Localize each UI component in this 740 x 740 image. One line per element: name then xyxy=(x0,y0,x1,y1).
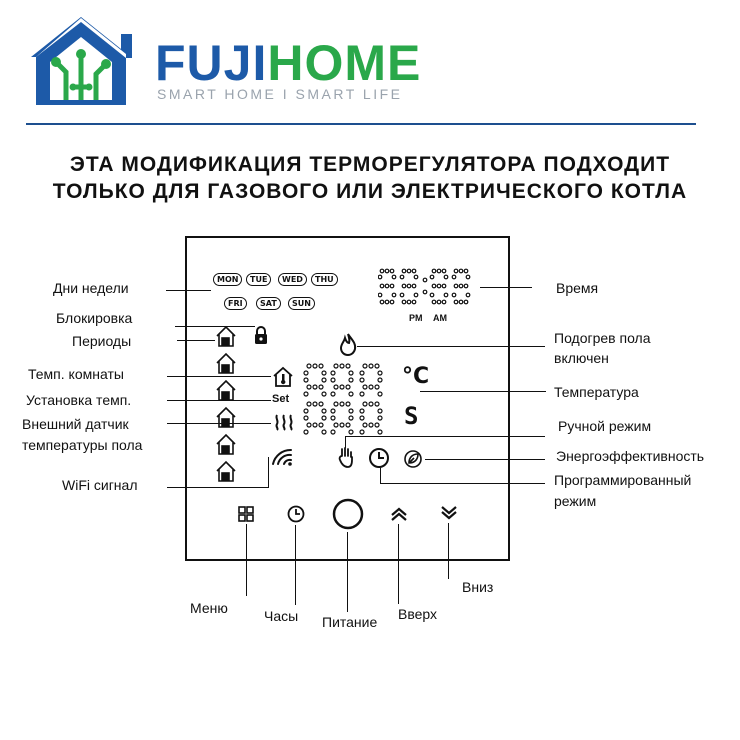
day-badge-thu: THU xyxy=(311,273,338,286)
label-clock: Часы xyxy=(264,608,299,624)
chevron-down-icon xyxy=(441,506,457,520)
lock-icon xyxy=(253,325,269,345)
callout-line-clock xyxy=(295,525,296,605)
down-button[interactable] xyxy=(439,505,459,521)
label-floor-sensor-2: температуры пола xyxy=(22,437,143,453)
clock-icon xyxy=(368,447,390,469)
callout-line-program-v xyxy=(380,468,381,483)
label-temperature: Температура xyxy=(554,384,639,400)
callout-line-eco xyxy=(425,459,545,460)
callout-line-wifi-v xyxy=(268,457,269,487)
label-lock: Блокировка xyxy=(56,310,133,326)
day-badge-tue: TUE xyxy=(246,273,272,286)
brand-name: FUJIHOME xyxy=(155,38,421,88)
hand-icon xyxy=(337,446,355,468)
period-houses xyxy=(214,324,240,484)
time-digits xyxy=(378,268,478,308)
callout-line-set-temp xyxy=(167,400,271,401)
eco-leaf-icon xyxy=(403,449,423,469)
label-power: Питание xyxy=(322,614,378,630)
brand-name-left: FUJI xyxy=(155,35,268,91)
power-button-icon xyxy=(332,498,364,530)
callout-line-up xyxy=(398,524,399,604)
thermometer-house-icon xyxy=(272,366,294,388)
wifi-icon xyxy=(269,446,293,466)
callout-line-power xyxy=(347,532,348,612)
clock-icon xyxy=(287,505,305,523)
callout-line-floor-sensor xyxy=(167,423,271,424)
headline-line-1: ЭТА МОДИФИКАЦИЯ ТЕРМОРЕГУЛЯТОРА ПОДХОДИТ xyxy=(69,153,671,176)
callout-line-down xyxy=(448,523,449,579)
label-program-2: режим xyxy=(554,493,597,509)
header-divider xyxy=(26,123,696,125)
flame-icon xyxy=(338,332,358,356)
seconds-unit: S xyxy=(404,402,419,430)
callout-line-lock xyxy=(175,326,255,327)
callout-line-time xyxy=(480,287,532,288)
menu-button[interactable] xyxy=(238,506,254,522)
label-up: Вверх xyxy=(398,606,438,622)
label-set-temp: Установка темп. xyxy=(26,392,132,408)
label-manual: Ручной режим xyxy=(558,418,652,434)
label-floor-heat-2: включен xyxy=(554,350,609,366)
chevron-up-icon xyxy=(391,507,407,521)
callout-line-periods xyxy=(177,340,215,341)
label-floor-heat-1: Подогрев пола xyxy=(554,330,651,346)
day-badge-fri: FRI xyxy=(224,297,247,310)
clock-button[interactable] xyxy=(287,505,305,523)
day-badge-sat: SAT xyxy=(256,297,281,310)
temperature-digits xyxy=(303,363,413,438)
callout-line-manual-v xyxy=(345,436,346,448)
label-time: Время xyxy=(556,280,599,296)
label-floor-sensor-1: Внешний датчик xyxy=(22,416,129,432)
label-days: Дни недели xyxy=(53,280,129,296)
am-indicator: AM xyxy=(433,313,447,323)
label-periods: Периоды xyxy=(72,333,132,349)
callout-line-temperature xyxy=(420,391,546,392)
callout-line-menu xyxy=(246,524,247,596)
callout-line-manual-h xyxy=(345,436,545,437)
brand-tagline: SMART HOME I SMART LIFE xyxy=(157,86,403,102)
day-badge-mon: MON xyxy=(213,273,243,286)
power-button[interactable] xyxy=(332,498,364,530)
up-button[interactable] xyxy=(389,506,409,522)
label-menu: Меню xyxy=(190,600,228,616)
day-badge-sun: SUN xyxy=(288,297,315,310)
brand-name-right: HOME xyxy=(267,35,422,91)
celsius-unit: °C xyxy=(402,364,430,389)
callout-line-program-h xyxy=(380,483,545,484)
callout-line-floor-heat xyxy=(357,346,545,347)
day-badge-wed: WED xyxy=(278,273,307,286)
label-program-1: Программированный xyxy=(554,472,692,488)
pm-indicator: PM xyxy=(409,313,423,323)
callout-line-days xyxy=(166,290,211,291)
label-room-temp: Темп. комнаты xyxy=(28,366,124,382)
set-indicator: Set xyxy=(272,393,290,405)
floor-heat-icon xyxy=(273,413,295,431)
callout-line-room-temp xyxy=(167,376,271,377)
label-eco: Энергоэффективность xyxy=(556,448,705,464)
house-circuit-logo-icon xyxy=(26,12,136,107)
menu-grid-icon xyxy=(238,506,254,522)
label-wifi: WiFi сигнал xyxy=(62,477,138,493)
headline-line-2: ТОЛЬКО ДЛЯ ГАЗОВОГО ИЛИ ЭЛЕКТРИЧЕСКОГО К… xyxy=(52,180,688,203)
label-down: Вниз xyxy=(462,579,494,595)
callout-line-wifi-h xyxy=(167,487,269,488)
